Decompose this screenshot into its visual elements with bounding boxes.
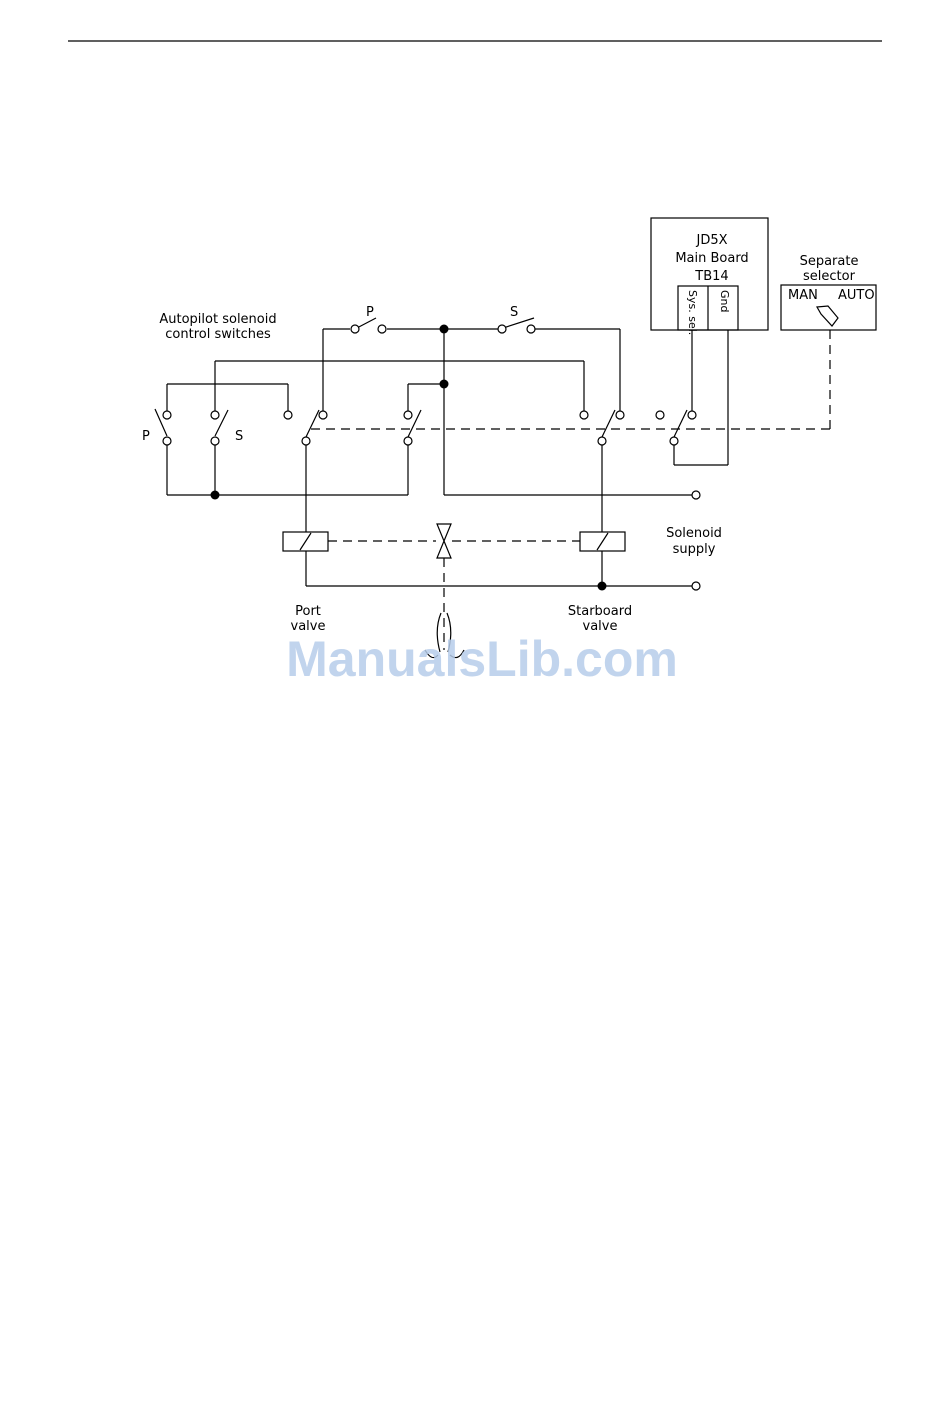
switch-top-p-label: P bbox=[366, 305, 374, 320]
left-switches bbox=[155, 409, 408, 495]
selector-auto: AUTO bbox=[838, 288, 875, 303]
board-label-1: JD5X bbox=[695, 233, 727, 248]
supply-label-1: Solenoid bbox=[666, 526, 722, 541]
switch-left-p-label: P bbox=[142, 429, 150, 444]
starboard-label-1: Starboard bbox=[568, 604, 632, 619]
port-valve-coil bbox=[283, 532, 328, 551]
autopilot-label-2: control switches bbox=[165, 327, 271, 342]
selector-label-2: selector bbox=[803, 269, 856, 284]
selector-label-1: Separate bbox=[800, 254, 859, 269]
switch-top-s-label: S bbox=[510, 305, 518, 320]
starboard-valve-coil bbox=[580, 532, 625, 551]
terminal-sys-sel: Sys. sel. bbox=[686, 290, 699, 335]
port-label-1: Port bbox=[295, 604, 321, 619]
changeover-switches bbox=[306, 410, 687, 437]
autopilot-label-1: Autopilot solenoid bbox=[159, 312, 276, 327]
switch-left-s-label: S bbox=[235, 429, 243, 444]
board-label-2: Main Board bbox=[675, 251, 748, 266]
watermark: ManualsLib.com bbox=[286, 631, 678, 687]
terminal-gnd: Gnd bbox=[718, 290, 731, 312]
selector-knob-icon bbox=[817, 306, 838, 326]
top-switches bbox=[323, 318, 620, 411]
valve-symbol-icon bbox=[437, 524, 451, 558]
board-label-3: TB14 bbox=[694, 269, 728, 284]
selector-man: MAN bbox=[788, 288, 818, 303]
supply-label-2: supply bbox=[673, 542, 716, 557]
